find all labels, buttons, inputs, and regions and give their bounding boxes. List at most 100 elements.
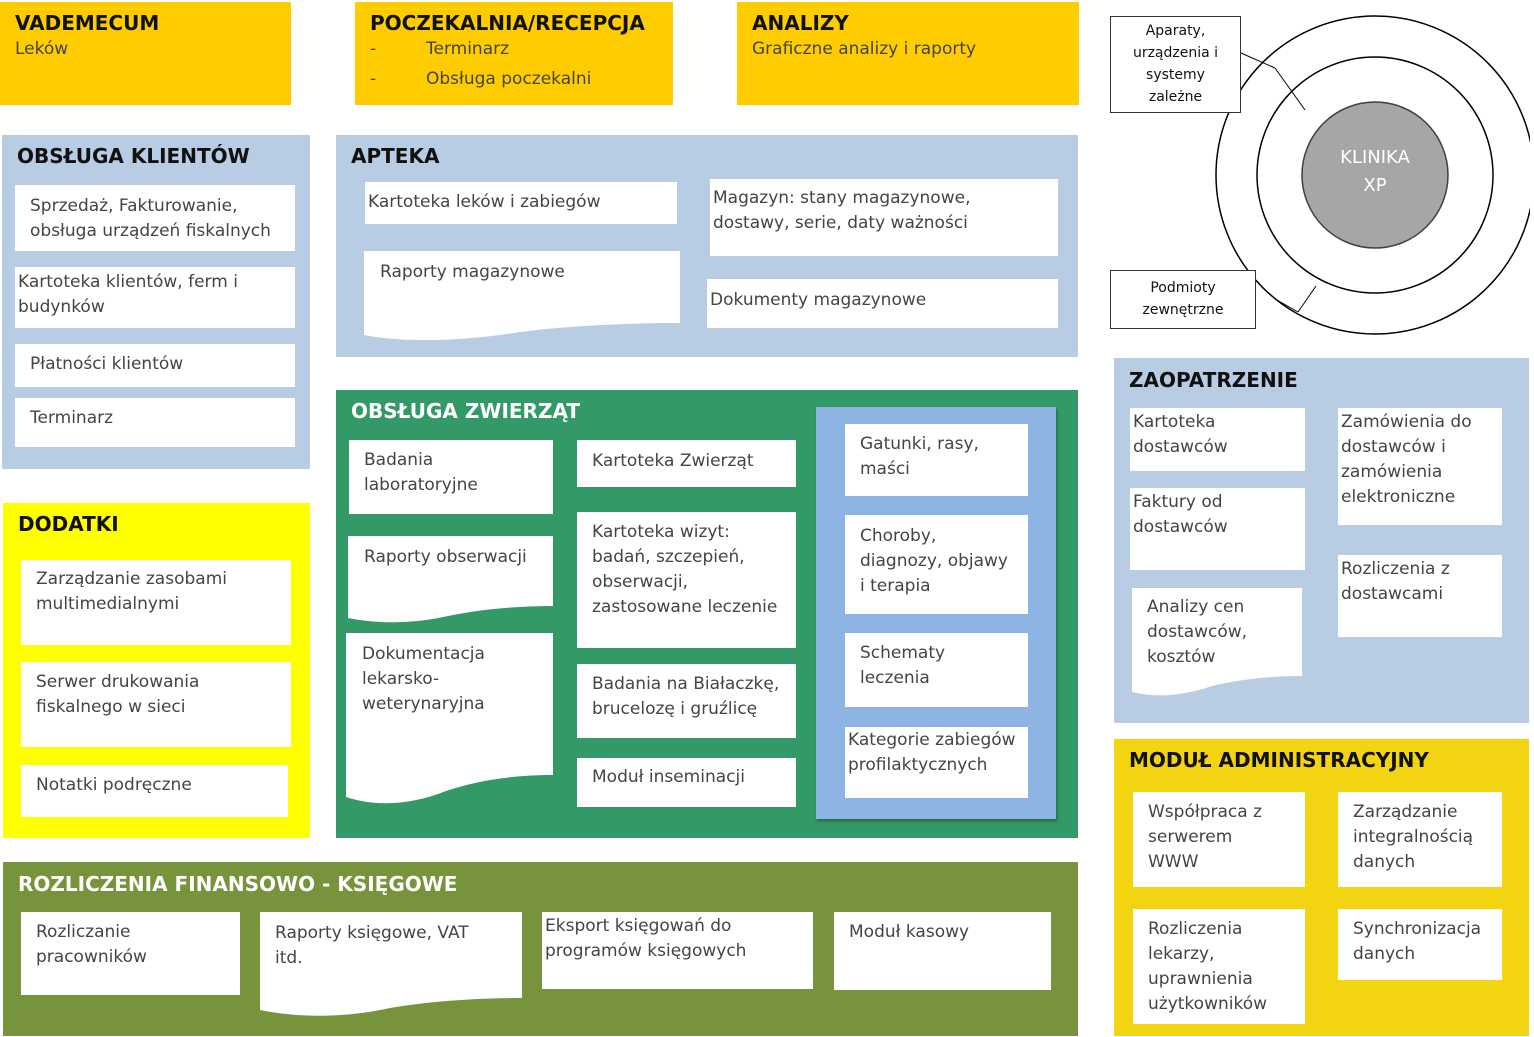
klinika-center-label: KLINIKA XP (1340, 147, 1410, 196)
zwierzeta-dictionary-item[interactable]: Gatunki, rasy, maści (845, 424, 1028, 496)
administracyjny-item-label: Rozliczenia lekarzy, uprawnienia użytkow… (1148, 919, 1268, 1014)
apteka-title: APTEKA (351, 144, 440, 168)
zaopatrzenie-panel: ZAOPATRZENIE Kartoteka dostawców Zamówie… (1114, 358, 1529, 723)
administracyjny-item[interactable]: Współpraca z serwerem WWW (1133, 792, 1305, 887)
apteka-item-label: Raporty magazynowe (380, 262, 565, 282)
dodatki-panel: DODATKI Zarządzanie zasobami multimedial… (3, 503, 310, 838)
rozliczenia-item-label: Moduł kasowy (849, 922, 970, 942)
dodatki-title: DODATKI (18, 512, 119, 536)
zwierzeta-dictionary-label: Choroby, diagnozy, objawy i terapia (860, 526, 1008, 596)
rozliczenia-item-label: Raporty księgowe, VAT itd. (275, 923, 469, 968)
zwierzeta-dictionaries-panel: Gatunki, rasy, maści Choroby, diagnozy, … (816, 407, 1056, 819)
zaopatrzenie-item[interactable]: Zamówienia do dostawców i zamówienia ele… (1338, 408, 1502, 525)
administracyjny-item[interactable]: Zarządzanie integralnością danych (1338, 792, 1502, 887)
dodatki-item[interactable]: Zarządzanie zasobami multimedialnymi (21, 560, 291, 645)
zaopatrzenie-item-label: Analizy cen dostawców, kosztów (1147, 597, 1248, 667)
zwierzeta-item[interactable]: Moduł inseminacji (577, 758, 796, 807)
document-shape (364, 251, 680, 341)
poczekalnia-item: Obsługa poczekalni (426, 69, 592, 89)
klinika-label-external[interactable]: Podmioty zewnętrzne (1110, 270, 1256, 329)
apteka-item[interactable]: Kartoteka leków i zabiegów (365, 182, 677, 224)
dodatki-item-label: Zarządzanie zasobami multimedialnymi (36, 569, 227, 614)
klienci-item[interactable]: Płatności klientów (15, 344, 295, 387)
vademecum-panel[interactable]: VADEMECUM Leków (0, 2, 291, 105)
zwierzeta-item[interactable]: Badania laboratoryjne (349, 440, 553, 514)
zaopatrzenie-document[interactable]: Analizy cen dostawców, kosztów (1132, 588, 1302, 698)
rozliczenia-title: ROZLICZENIA FINANSOWO - KSIĘGOWE (18, 872, 458, 896)
poczekalnia-bullet: - (370, 69, 377, 89)
zwierzeta-item[interactable]: Kartoteka wizyt: badań, szczepień, obser… (577, 512, 796, 648)
klienci-title: OBSŁUGA KLIENTÓW (17, 144, 250, 168)
zwierzeta-dictionary-item[interactable]: Schematy leczenia (845, 633, 1028, 707)
analizy-panel[interactable]: ANALIZY Graficzne analizy i raporty (737, 2, 1079, 105)
connector-line (1276, 299, 1299, 313)
administracyjny-item[interactable]: Rozliczenia lekarzy, uprawnienia użytkow… (1133, 909, 1305, 1024)
zwierzeta-document[interactable]: Raporty obserwacji (348, 536, 553, 624)
rozliczenia-document[interactable]: Raporty księgowe, VAT itd. (260, 912, 522, 1018)
zwierzeta-dictionary-label: Kategorie zabiegów profilaktycznych (848, 730, 1016, 775)
connector-line (1297, 285, 1317, 313)
dodatki-item-label: Notatki podręczne (36, 775, 192, 795)
zwierzeta-item[interactable]: Badania na Białaczkę, brucelozę i gruźli… (577, 664, 796, 738)
rozliczenia-item[interactable]: Rozliczanie pracowników (21, 912, 240, 995)
zwierzeta-title: OBSŁUGA ZWIERZĄT (351, 399, 581, 423)
zwierzeta-item-label: Dokumentacja lekarsko- weterynaryjna (362, 644, 485, 714)
apteka-item[interactable]: Dokumenty magazynowe (707, 279, 1058, 328)
rozliczenia-item-label: Rozliczanie pracowników (36, 922, 147, 967)
klienci-panel: OBSŁUGA KLIENTÓW Sprzedaż, Fakturowanie,… (2, 135, 310, 469)
connector-line (1274, 67, 1306, 111)
poczekalnia-title: POCZEKALNIA/RECEPCJA (370, 11, 645, 35)
zwierzeta-item-label: Moduł inseminacji (592, 767, 745, 787)
apteka-document[interactable]: Raporty magazynowe (364, 251, 680, 343)
administracyjny-item[interactable]: Synchronizacja danych (1338, 909, 1502, 980)
klinika-label-dependent[interactable]: Aparaty, urządzenia i systemy zależne (1110, 16, 1241, 113)
klienci-item[interactable]: Kartoteka klientów, ferm i budynków (15, 267, 295, 328)
poczekalnia-item: Terminarz (426, 39, 510, 59)
zwierzeta-panel: OBSŁUGA ZWIERZĄT Badania laboratoryjne K… (336, 390, 1078, 838)
klienci-item[interactable]: Terminarz (15, 398, 295, 447)
apteka-item-label: Dokumenty magazynowe (710, 290, 927, 310)
rozliczenia-item[interactable]: Moduł kasowy (834, 912, 1051, 990)
apteka-item-label: Kartoteka leków i zabiegów (368, 192, 601, 212)
zwierzeta-dictionary-item[interactable]: Kategorie zabiegów profilaktycznych (845, 727, 1028, 798)
administracyjny-panel: MODUŁ ADMINISTRACYJNY Współpraca z serwe… (1114, 739, 1529, 1036)
administracyjny-item-label: Synchronizacja danych (1353, 919, 1482, 964)
analizy-subtitle: Graficzne analizy i raporty (752, 39, 977, 59)
dodatki-item[interactable]: Serwer drukowania fiskalnego w sieci (21, 662, 291, 747)
administracyjny-title: MODUŁ ADMINISTRACYJNY (1129, 748, 1429, 772)
zwierzeta-dictionary-label: Schematy leczenia (860, 643, 946, 688)
zwierzeta-item-label: Badania laboratoryjne (364, 450, 478, 495)
klienci-item[interactable]: Sprzedaż, Fakturowanie, obsługa urządzeń… (15, 185, 295, 251)
klinika-label-text: Podmioty zewnętrzne (1142, 280, 1224, 318)
dodatki-item[interactable]: Notatki podręczne (21, 765, 288, 817)
zwierzeta-document[interactable]: Dokumentacja lekarsko- weterynaryjna (346, 633, 553, 807)
rozliczenia-item-label: Eksport księgowań do programów księgowyc… (545, 916, 747, 961)
zaopatrzenie-item[interactable]: Kartoteka dostawców (1130, 408, 1305, 471)
klinika-label-text: Aparaty, urządzenia i systemy zależne (1132, 23, 1219, 105)
apteka-panel: APTEKA Kartoteka leków i zabiegów Magazy… (336, 135, 1078, 357)
zaopatrzenie-item-label: Zamówienia do dostawców i zamówienia ele… (1341, 412, 1472, 507)
rozliczenia-panel: ROZLICZENIA FINANSOWO - KSIĘGOWE Rozlicz… (3, 862, 1078, 1036)
dodatki-item-label: Serwer drukowania fiskalnego w sieci (36, 672, 200, 717)
zaopatrzenie-item[interactable]: Faktury od dostawców (1130, 488, 1305, 570)
zwierzeta-dictionary-item[interactable]: Choroby, diagnozy, objawy i terapia (845, 515, 1028, 614)
zwierzeta-item[interactable]: Kartoteka Zwierząt (577, 440, 796, 487)
administracyjny-item-label: Współpraca z serwerem WWW (1148, 802, 1262, 872)
zaopatrzenie-title: ZAOPATRZENIE (1129, 368, 1298, 392)
analizy-title: ANALIZY (752, 11, 849, 35)
poczekalnia-panel[interactable]: POCZEKALNIA/RECEPCJA - Terminarz - Obsłu… (355, 2, 673, 105)
klinika-core (1301, 101, 1449, 249)
rozliczenia-item[interactable]: Eksport księgowań do programów księgowyc… (542, 912, 813, 989)
klienci-item-label: Terminarz (30, 408, 114, 428)
poczekalnia-bullet: - (370, 39, 377, 59)
vademecum-subtitle: Leków (15, 39, 69, 59)
zwierzeta-item-label: Kartoteka wizyt: badań, szczepień, obser… (592, 522, 778, 617)
zaopatrzenie-item[interactable]: Rozliczenia z dostawcami (1338, 555, 1502, 637)
document-shape (1132, 588, 1302, 696)
document-shape (348, 536, 553, 623)
klienci-item-label: Płatności klientów (30, 354, 184, 374)
document-shape (260, 912, 522, 1016)
zwierzeta-item-label: Badania na Białaczkę, brucelozę i gruźli… (592, 674, 780, 719)
apteka-item-label: Magazyn: stany magazynowe, dostawy, seri… (713, 188, 971, 233)
apteka-item[interactable]: Magazyn: stany magazynowe, dostawy, seri… (710, 179, 1058, 256)
